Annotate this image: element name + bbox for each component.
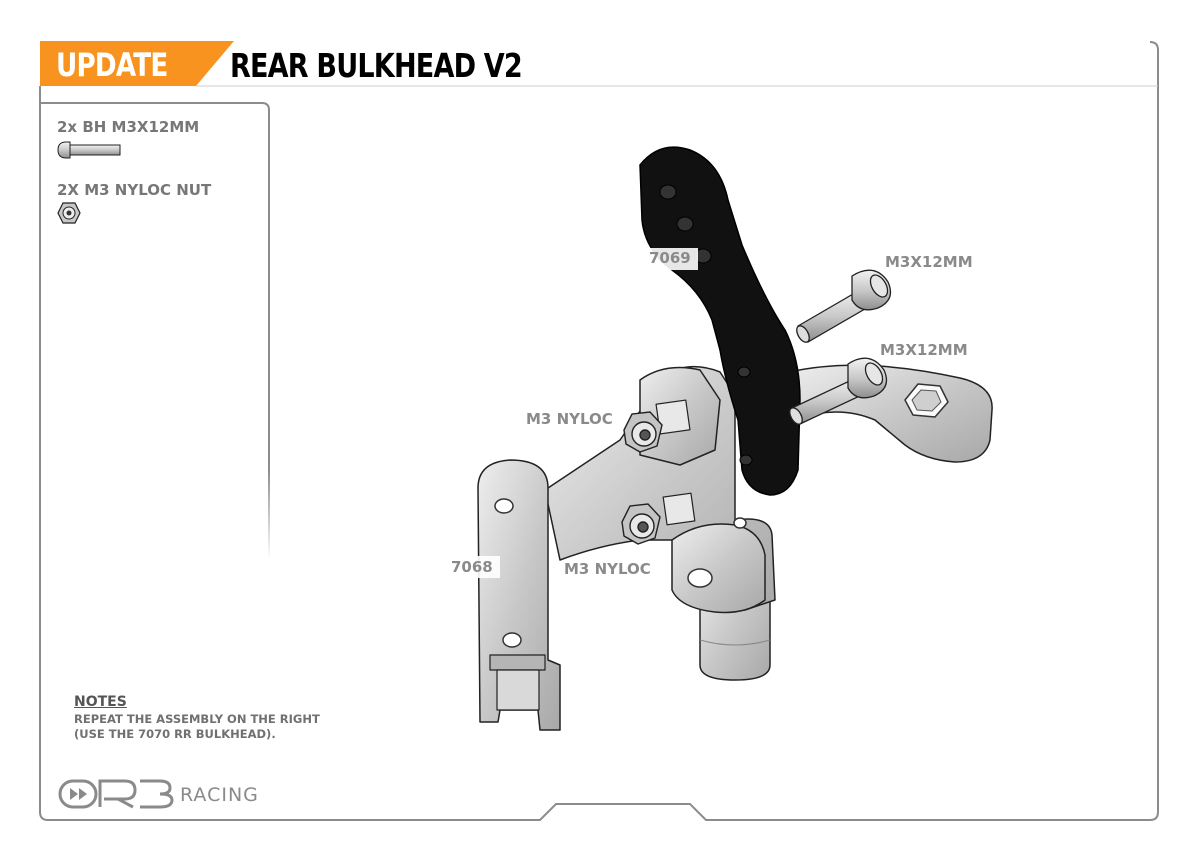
assembly-illustration — [448, 146, 993, 731]
callout-nut-upper: M3 NYLOC — [526, 410, 613, 428]
notes-line-1: REPEAT THE ASSEMBLY ON THE RIGHT — [74, 712, 320, 726]
brand-suffix: RACING — [180, 784, 259, 806]
brand-wordmark: RACING — [176, 784, 259, 806]
page-title: REAR BULKHEAD V2 — [230, 46, 523, 85]
notes-title: NOTES — [74, 694, 127, 710]
callout-nut-lower: M3 NYLOC — [564, 560, 651, 578]
brand-logo-icon — [58, 779, 174, 809]
part-label-nut: 2X M3 NYLOC NUT — [57, 181, 212, 199]
callout-screw-upper: M3X12MM — [885, 253, 973, 271]
part-label-screw: 2x BH M3X12MM — [57, 118, 200, 136]
callout-7068: 7068 — [451, 558, 493, 576]
nyloc-nut-icon — [57, 202, 81, 224]
update-tag: UPDATE — [56, 46, 168, 84]
callout-7069: 7069 — [649, 249, 691, 267]
notes-line-2: (USE THE 7070 RR BULKHEAD). — [74, 727, 276, 741]
button-head-screw-icon — [57, 141, 121, 159]
callout-screw-lower: M3X12MM — [880, 341, 968, 359]
